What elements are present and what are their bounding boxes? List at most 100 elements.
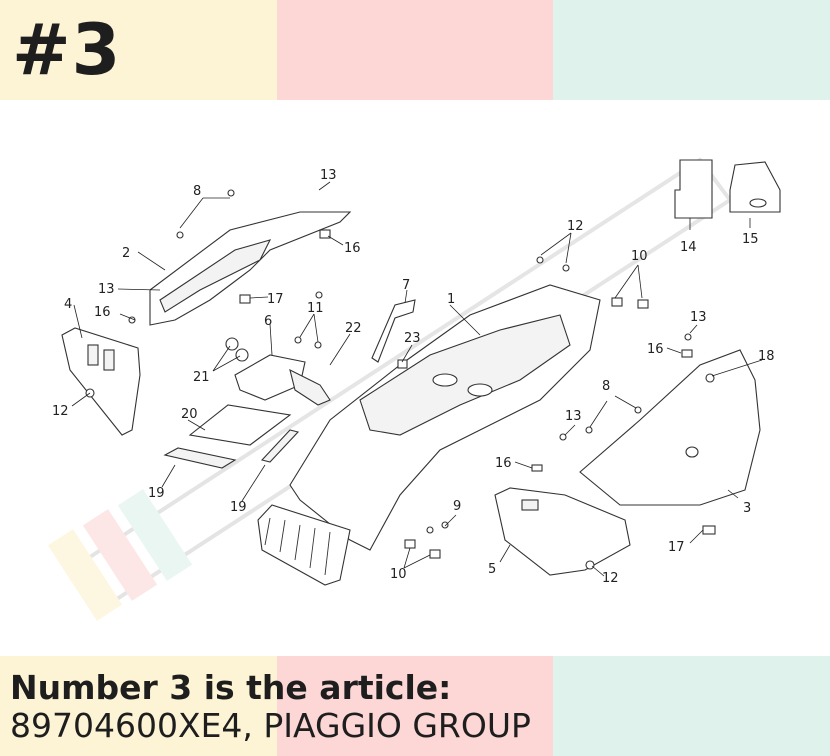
callout-16-middle: 16 bbox=[495, 456, 512, 471]
footer-band-yellow bbox=[0, 656, 277, 756]
footer-band bbox=[0, 656, 830, 756]
screw-icon bbox=[314, 341, 322, 349]
screw-icon bbox=[562, 264, 570, 272]
clip-icon bbox=[404, 539, 416, 549]
callout-8-left: 8 bbox=[193, 184, 201, 199]
clip-icon bbox=[429, 549, 441, 559]
callout-7: 7 bbox=[402, 278, 410, 293]
callout-13-middle: 13 bbox=[565, 409, 582, 424]
article-caption-code: 89704600XE4, PIAGGIO GROUP bbox=[10, 706, 531, 745]
clip-icon bbox=[637, 299, 649, 309]
part-3-hole bbox=[685, 446, 699, 458]
part-5-lower-cover bbox=[494, 487, 631, 576]
callout-2: 2 bbox=[122, 246, 130, 261]
watermark-pink-stripe bbox=[82, 509, 158, 601]
callout-21: 21 bbox=[193, 370, 210, 385]
part-4-left-cover bbox=[61, 327, 141, 436]
part-15-slot bbox=[749, 198, 767, 208]
clip-icon bbox=[681, 349, 693, 358]
screw-icon bbox=[585, 426, 593, 434]
header-band-yellow bbox=[0, 0, 277, 100]
callout-17-bottom: 17 bbox=[668, 540, 685, 555]
callout-14: 14 bbox=[680, 240, 697, 255]
callout-16-right: 16 bbox=[647, 342, 664, 357]
screw-icon bbox=[536, 256, 544, 264]
clip-icon bbox=[531, 464, 543, 472]
part-5-slot bbox=[521, 499, 539, 511]
callout-1: 1 bbox=[447, 292, 455, 307]
callout-12-top: 12 bbox=[567, 219, 584, 234]
callout-4: 4 bbox=[64, 297, 72, 312]
callout-6: 6 bbox=[264, 314, 272, 329]
callout-9: 9 bbox=[453, 499, 461, 514]
part-19-reflector bbox=[260, 429, 300, 463]
footer-band-pink bbox=[277, 656, 553, 756]
grille-bars bbox=[264, 517, 331, 576]
screw-icon bbox=[684, 333, 692, 341]
part-7-handle bbox=[371, 299, 416, 363]
screw-icon bbox=[176, 231, 184, 239]
part-19-reflector bbox=[163, 447, 237, 469]
header-band-pink bbox=[277, 0, 553, 100]
plate-grille bbox=[257, 504, 351, 586]
screw-icon bbox=[294, 336, 302, 344]
screw-icon bbox=[634, 406, 642, 414]
part-4-slot bbox=[103, 349, 115, 371]
screw-icon bbox=[227, 189, 235, 197]
part-3-side-panel bbox=[579, 349, 761, 506]
part-4-slot bbox=[87, 344, 99, 366]
screw-icon bbox=[441, 521, 449, 529]
part-1-hole bbox=[467, 383, 493, 397]
callout-labels: 1 2 3 4 5 6 7 8 8 9 10 10 11 12 12 12 13… bbox=[52, 168, 775, 586]
callout-5: 5 bbox=[488, 562, 496, 577]
watermark-logo bbox=[47, 157, 733, 621]
part-14-plate bbox=[674, 159, 713, 219]
grommet-icon bbox=[235, 348, 249, 362]
watermark-yellow-stripe bbox=[47, 529, 123, 621]
callout-20: 20 bbox=[181, 407, 198, 422]
screw-icon bbox=[315, 291, 323, 299]
callout-23: 23 bbox=[404, 331, 421, 346]
exploded-parts-diagram: 1 2 3 4 5 6 7 8 8 9 10 10 11 12 12 12 13… bbox=[47, 157, 781, 621]
callout-13-top: 13 bbox=[320, 168, 337, 183]
callout-16-top: 16 bbox=[344, 241, 361, 256]
clip-icon bbox=[397, 359, 408, 369]
leader-lines bbox=[71, 181, 763, 577]
part-20-plate bbox=[188, 404, 292, 446]
clip-icon bbox=[239, 294, 251, 304]
callout-22: 22 bbox=[345, 321, 362, 336]
callout-11: 11 bbox=[307, 301, 324, 316]
watermark-mint-stripe bbox=[117, 489, 193, 581]
part-number-badge: #3 bbox=[12, 9, 122, 91]
callout-19-right: 19 bbox=[230, 500, 247, 515]
screw-icon bbox=[559, 433, 567, 441]
callout-15: 15 bbox=[742, 232, 759, 247]
callout-18: 18 bbox=[758, 349, 775, 364]
callout-10-lower: 10 bbox=[390, 567, 407, 582]
callout-10-upper: 10 bbox=[631, 249, 648, 264]
callout-3: 3 bbox=[743, 501, 751, 516]
clip-icon bbox=[319, 229, 331, 239]
screw-icon bbox=[426, 526, 434, 534]
part-6-arm bbox=[289, 368, 331, 406]
callout-16-left: 16 bbox=[94, 305, 111, 320]
callout-19-left: 19 bbox=[148, 486, 165, 501]
grommet-icon bbox=[225, 337, 239, 351]
callout-12-right: 12 bbox=[602, 571, 619, 586]
part-2-inner-rib bbox=[159, 239, 272, 313]
clip-icon bbox=[702, 525, 716, 535]
article-caption-title: Number 3 is the article: bbox=[10, 668, 452, 707]
footer-band-mint bbox=[553, 656, 830, 756]
callout-8-right: 8 bbox=[602, 379, 610, 394]
callout-13-right: 13 bbox=[690, 310, 707, 325]
header-band-mint bbox=[553, 0, 830, 100]
callout-13-left: 13 bbox=[98, 282, 115, 297]
clip-icon bbox=[611, 297, 623, 307]
part-15-plate bbox=[729, 161, 781, 213]
callout-17-top: 17 bbox=[267, 292, 284, 307]
screw-icon bbox=[705, 373, 715, 383]
screw-icon bbox=[585, 560, 595, 570]
header-band bbox=[0, 0, 830, 100]
part-1-hole bbox=[432, 373, 458, 387]
part-1-inner-tray bbox=[359, 314, 571, 436]
